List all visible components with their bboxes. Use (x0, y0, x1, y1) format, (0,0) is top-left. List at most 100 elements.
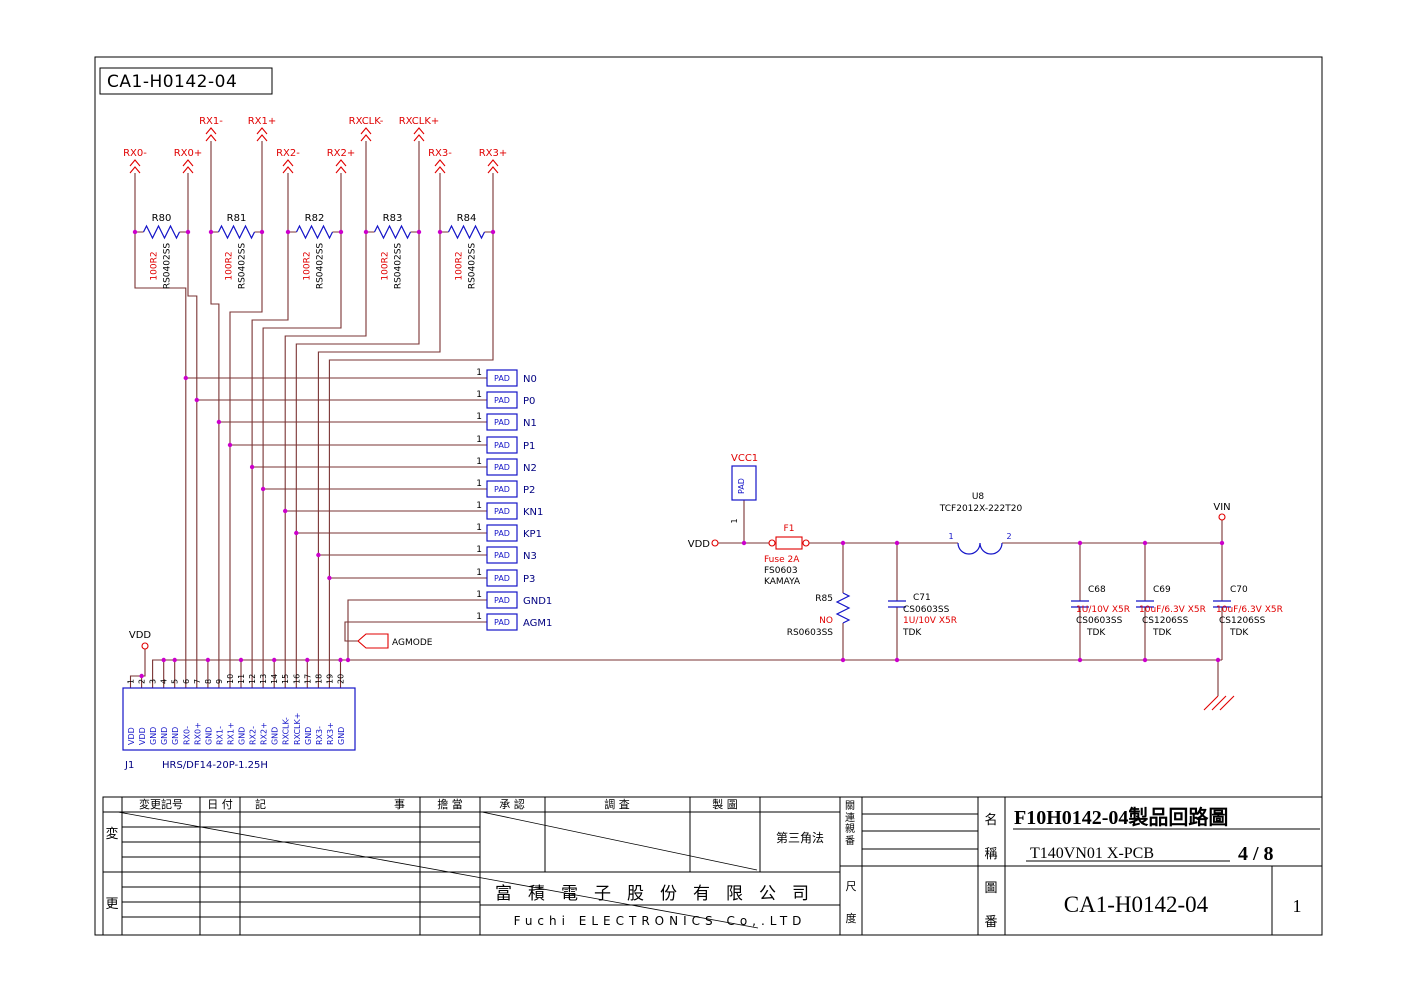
j1-pin-name: GND (160, 727, 169, 745)
pad-pin: 1 (476, 479, 482, 489)
junction-dot (741, 540, 747, 546)
j1-pin-name: RX0+ (193, 722, 202, 745)
pad-net-label: N1 (523, 418, 537, 429)
pad-box (486, 413, 518, 431)
scale-label-2: 度 (846, 911, 857, 925)
resistor-r80-symbol (142, 224, 181, 240)
col-approve: 承 認 (499, 797, 525, 811)
pad-label: PAD (494, 374, 510, 383)
j1-pin-number: 14 (270, 674, 279, 684)
junction-dot (285, 229, 291, 235)
pad-label: PAD (494, 396, 510, 405)
r85-value: NO (819, 616, 833, 626)
number-label-1: 圖 (984, 881, 997, 896)
pad-box (486, 458, 518, 476)
junction-dot (316, 552, 321, 558)
pad-pin: 1 (476, 435, 482, 445)
pad-pin: 1 (476, 612, 482, 622)
vin-power-port-icon (1218, 513, 1226, 521)
j1-pin-number: 10 (226, 674, 235, 684)
red-symbols (129, 127, 1235, 711)
wire-rx1p (229, 141, 263, 688)
pad-label: PAD (494, 551, 510, 560)
j1-pin-name: GND (149, 727, 158, 745)
wire-gnd1 (347, 599, 487, 660)
signal-label: RX2+ (327, 148, 356, 159)
c69-ref: C69 (1153, 585, 1171, 595)
titleblock-grid (102, 796, 1323, 936)
vcc1-pin: 1 (730, 518, 739, 523)
junction-dot (238, 657, 244, 663)
junction-dot (327, 575, 332, 581)
resistor-r81-symbol (217, 224, 256, 240)
empty-cell-diagonal (117, 811, 759, 929)
pad-box (486, 546, 518, 564)
pad-label: PAD (494, 618, 510, 627)
u8-ref: U8 (972, 492, 985, 502)
wire-rx1n (210, 141, 220, 688)
pad-net-label: N3 (523, 551, 537, 562)
j1-pin-name: GND (204, 727, 213, 745)
signal-label: RX0- (123, 148, 147, 159)
pad-net-label: P3 (523, 574, 535, 585)
pad-box (486, 391, 518, 409)
connector-ref: J1 (124, 760, 134, 771)
junction-dot (1219, 540, 1225, 546)
related-number-label: 關連親番 (845, 801, 855, 847)
j1-pin-number: 8 (204, 679, 213, 684)
wire-rxclkn (284, 141, 367, 688)
j1-pin-number: 1 (127, 679, 136, 684)
junction-dot (490, 229, 496, 235)
power-wires (718, 500, 1223, 696)
wire-agm1 (344, 621, 487, 642)
j1-pin-name: GND (238, 727, 247, 745)
model-name: T140VN01 X-PCB (1030, 845, 1154, 862)
pad-pin: 1 (476, 457, 482, 467)
pad-pin: 1 (476, 590, 482, 600)
pad-box (486, 569, 518, 587)
wire-rx3p (328, 173, 494, 688)
wire-rx0p (187, 173, 198, 688)
j1-pin-name: GND (271, 727, 280, 745)
pad-pin: 1 (476, 523, 482, 533)
offpage-arrow-icon (182, 159, 194, 174)
c70-ref: C70 (1230, 585, 1248, 595)
resistor-part: RS0402SS (163, 243, 173, 290)
vdd-power-port-icon (141, 642, 149, 650)
vcc1-pad-box (731, 465, 757, 501)
vdd-label: VDD (688, 539, 711, 550)
j1-pin-name: RX2+ (260, 722, 269, 745)
vcc1-pad-label: PAD (737, 478, 746, 494)
offpage-arrow-icon (360, 127, 372, 142)
j1-pin-name: RX1- (215, 726, 224, 745)
j1-pin-name: RXCLK+ (293, 713, 302, 745)
c68-value: 1U/10V X5R (1076, 605, 1130, 615)
junction-dot (894, 657, 900, 663)
wire-ground-bus (152, 659, 1222, 688)
pad-label: PAD (494, 463, 510, 472)
j1-pin-number: 7 (193, 679, 202, 684)
c71-mfr: TDK (902, 628, 922, 638)
u8-pin1: 1 (948, 532, 953, 541)
pad-net-label: P1 (523, 441, 535, 452)
offpage-arrow-icon (487, 159, 499, 174)
strip-change-1: 変 (105, 826, 118, 842)
capacitor-c68-symbol (1071, 600, 1089, 608)
signal-label: RX1- (199, 116, 223, 127)
page-number: 4 / 8 (1238, 843, 1274, 865)
capacitor-c69-symbol (1136, 600, 1154, 608)
j1-pin-number: 15 (281, 674, 290, 684)
junction-dot (840, 657, 846, 663)
c70-part: CS1206SS (1219, 616, 1266, 626)
j1-pin-number: 4 (160, 679, 169, 684)
j1-pin-number: 16 (292, 674, 301, 684)
offpage-arrow-icon (129, 159, 141, 174)
resistor-value: 100R2 (455, 251, 465, 280)
pad-label: PAD (494, 418, 510, 427)
earth-ground-icon (1203, 695, 1235, 711)
j1-pin-name: RX1+ (227, 722, 236, 745)
fuse-f1-symbol (775, 536, 803, 550)
junction-dots (132, 229, 1225, 679)
junction-dot (172, 657, 177, 663)
